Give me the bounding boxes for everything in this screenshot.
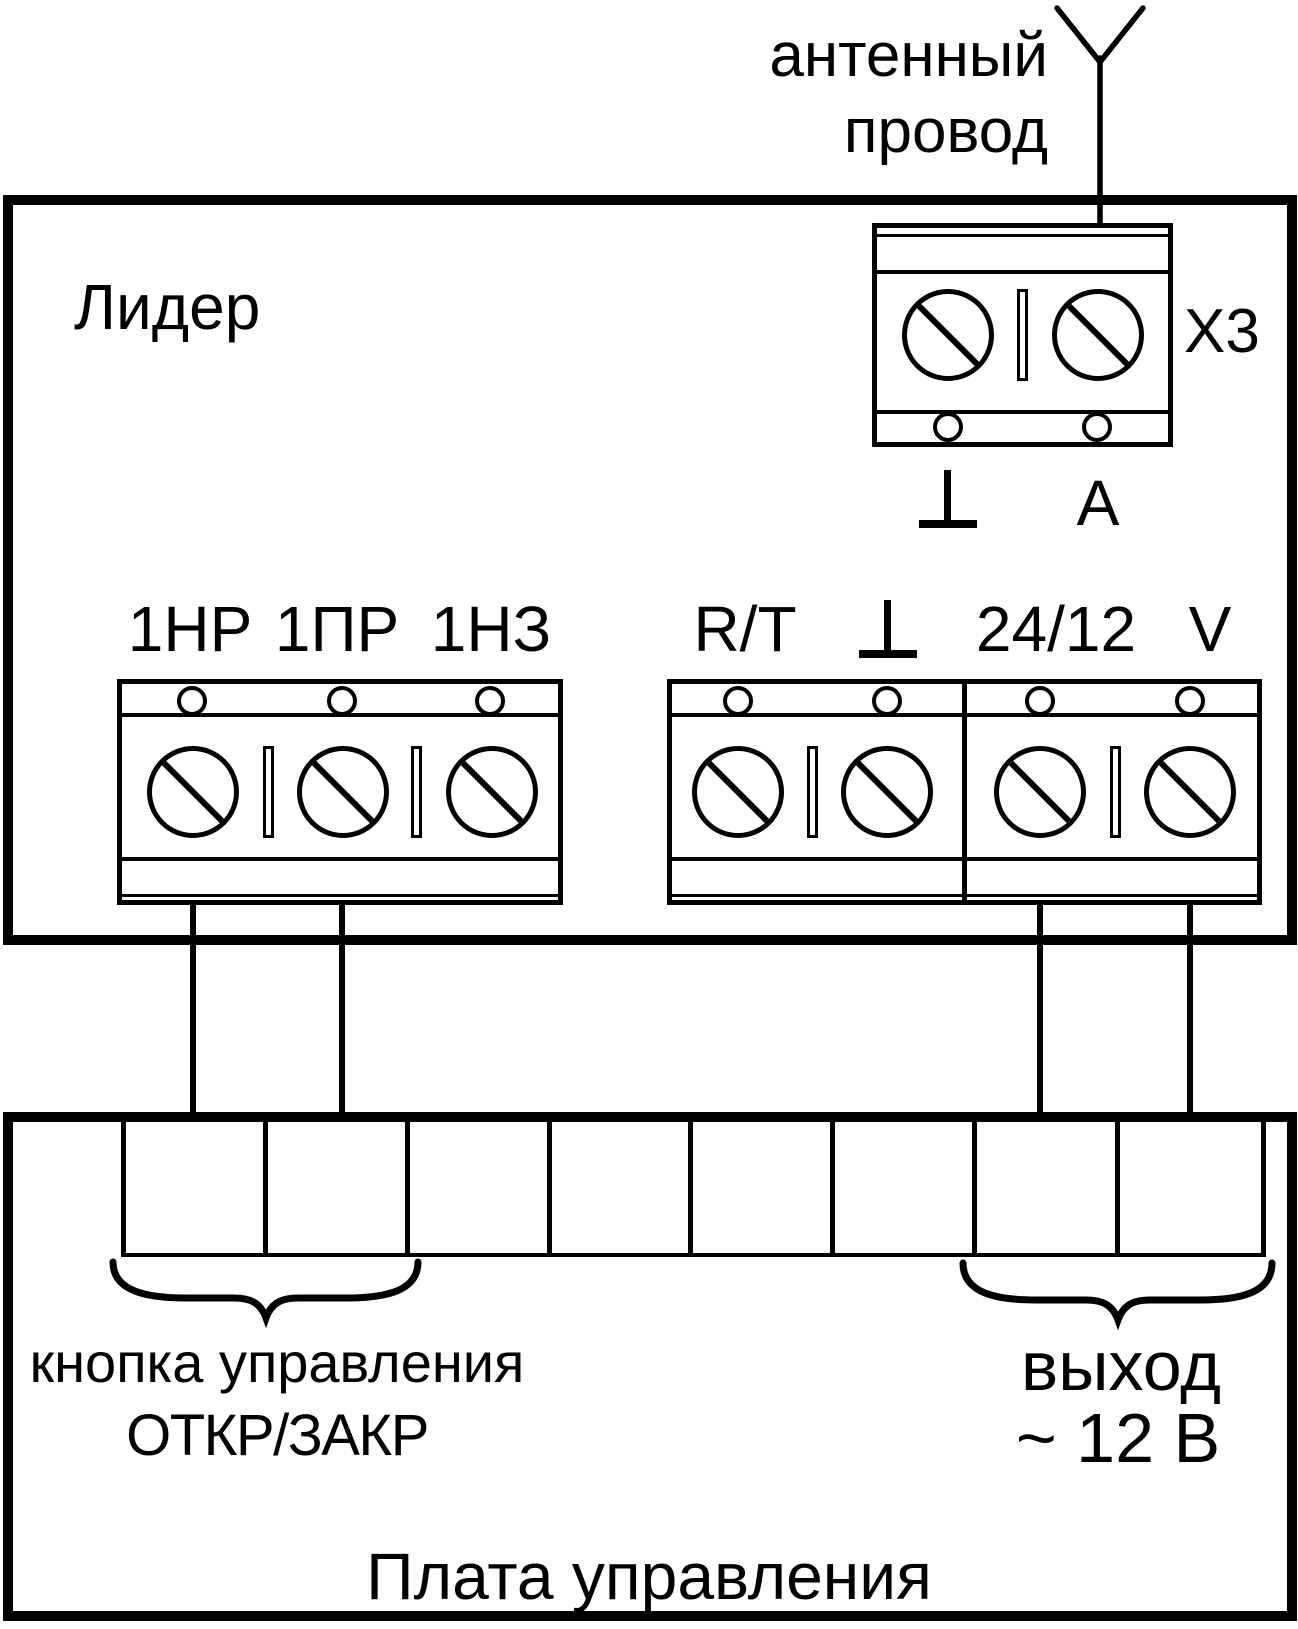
cell-line-8 bbox=[1261, 1121, 1266, 1257]
radio-divider-bar bbox=[807, 746, 818, 838]
x3-top-rail-line bbox=[877, 234, 1168, 237]
output-group-label-line2: ~ 12 В bbox=[1015, 1399, 1221, 1477]
x3-pin-a-label: А bbox=[1076, 467, 1120, 539]
relay-screw-1nr bbox=[147, 746, 239, 838]
control-board-outline bbox=[3, 1112, 1297, 1621]
power-wire-hole-v bbox=[1175, 686, 1205, 716]
power-screw-2412 bbox=[994, 746, 1086, 838]
control-board-title: Плата управления bbox=[366, 1539, 932, 1613]
radio-bottom-rail-line bbox=[672, 894, 962, 897]
x3-screw-antenna bbox=[1052, 289, 1144, 381]
power-bottom-strip-line bbox=[967, 857, 1257, 861]
radio-pin-label-rt: R/T bbox=[693, 593, 797, 665]
relay-divider-bar-1 bbox=[263, 746, 274, 838]
antenna-label-line2: провод bbox=[843, 97, 1048, 166]
radio-wire-hole-ground bbox=[872, 686, 902, 716]
cell-line-3 bbox=[547, 1121, 552, 1257]
power-top-strip-line bbox=[967, 713, 1257, 717]
x3-divider-bar bbox=[1017, 289, 1028, 381]
relay-screw-1pr bbox=[297, 746, 389, 838]
button-group-label-line1: кнопка управления bbox=[29, 1331, 525, 1394]
power-divider-bar bbox=[1110, 746, 1121, 838]
x3-wire-hole-antenna bbox=[1082, 412, 1112, 442]
relay-wire-hole-1nz bbox=[475, 686, 505, 716]
relay-wire-hole-1pr bbox=[327, 686, 357, 716]
cell-line-0 bbox=[121, 1121, 126, 1257]
power-screw-v bbox=[1144, 746, 1236, 838]
x3-wire-hole-ground bbox=[933, 412, 963, 442]
power-bottom-rail-line bbox=[967, 894, 1257, 897]
x3-ground-symbol bbox=[919, 470, 977, 528]
output-group-label-line1: выход bbox=[1021, 1327, 1221, 1405]
ground-symbol-bar bbox=[859, 650, 917, 658]
leader-title: Лидер bbox=[74, 271, 261, 343]
leader-box-outline bbox=[3, 195, 1297, 945]
relay-bottom-strip-line bbox=[122, 857, 558, 861]
relay-screw-1nz bbox=[446, 746, 538, 838]
cell-line-6 bbox=[972, 1121, 977, 1257]
radio-screw-rt bbox=[692, 746, 784, 838]
x3-bottom-strip-line bbox=[877, 410, 1168, 414]
radio-wire-hole-rt bbox=[723, 686, 753, 716]
radio-top-strip-line bbox=[672, 713, 962, 717]
cell-line-7 bbox=[1115, 1121, 1120, 1257]
button-group-label-line2: ОТКР/ЗАКР bbox=[126, 1403, 429, 1468]
radio-bottom-strip-line bbox=[672, 857, 962, 861]
cell-line-1 bbox=[263, 1121, 268, 1257]
relay-pin-label-1nr: 1НР bbox=[127, 593, 253, 665]
relay-pin-label-1nz: 1НЗ bbox=[430, 593, 552, 665]
wire-1nr bbox=[190, 900, 196, 1121]
x3-block-label: X3 bbox=[1184, 297, 1260, 366]
power-wire-hole-2412 bbox=[1025, 686, 1055, 716]
power-pin-label-2412: 24/12 bbox=[975, 593, 1137, 665]
x3-strip-line bbox=[877, 270, 1168, 274]
ground-symbol-stem bbox=[944, 470, 951, 522]
relay-bottom-rail-line bbox=[122, 894, 558, 897]
cell-line-2 bbox=[405, 1121, 410, 1257]
cell-line-5 bbox=[830, 1121, 835, 1257]
radio-screw-ground bbox=[841, 746, 933, 838]
ground-symbol-stem bbox=[884, 600, 891, 652]
radio-ground-symbol bbox=[859, 600, 917, 658]
cell-bottom-line bbox=[121, 1253, 1266, 1257]
relay-divider-bar-2 bbox=[411, 746, 422, 838]
wire-1pr bbox=[339, 900, 345, 1121]
wire-v bbox=[1187, 900, 1193, 1121]
antenna-label: антенный провод bbox=[769, 18, 1048, 170]
ground-symbol-bar bbox=[919, 520, 977, 528]
power-pin-label-v: V bbox=[1188, 593, 1232, 665]
cell-line-4 bbox=[688, 1121, 693, 1257]
relay-wire-hole-1nr bbox=[177, 686, 207, 716]
x3-screw-ground bbox=[902, 289, 994, 381]
wire-2412 bbox=[1037, 900, 1043, 1121]
relay-pin-label-1pr: 1ПР bbox=[274, 593, 400, 665]
antenna-label-line1: антенный bbox=[769, 21, 1048, 90]
